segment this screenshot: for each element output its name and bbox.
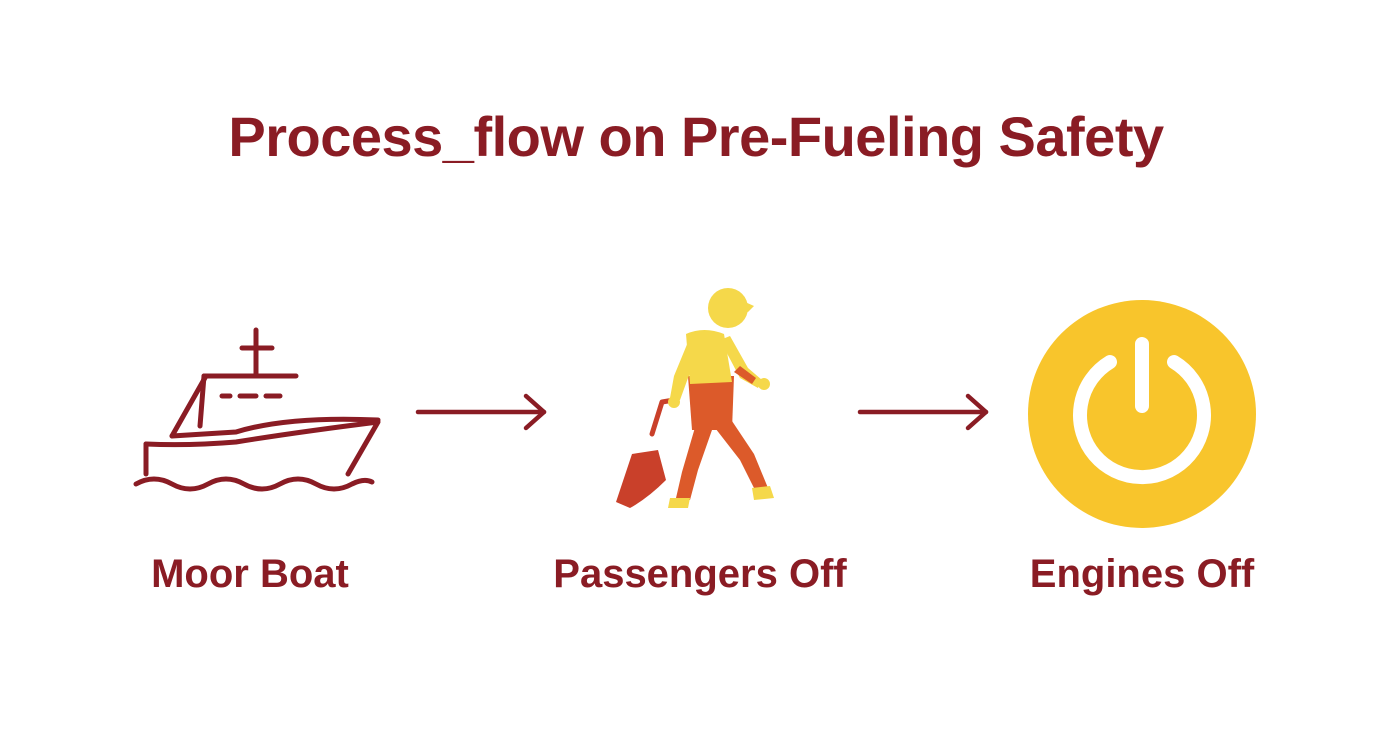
step-label-moor-boat: Moor Boat: [151, 552, 349, 596]
walking-person-with-luggage-icon: [616, 288, 774, 508]
step-label-passengers-off: Passengers Off: [553, 552, 847, 596]
boat-icon: [133, 327, 381, 492]
arrow-right-icon: [415, 393, 547, 431]
step-label-engines-off: Engines Off: [1029, 552, 1255, 596]
page-title: Process_flow on Pre-Fueling Safety: [228, 105, 1164, 168]
power-button-icon: [1028, 300, 1256, 528]
arrow-right-icon: [857, 393, 989, 431]
